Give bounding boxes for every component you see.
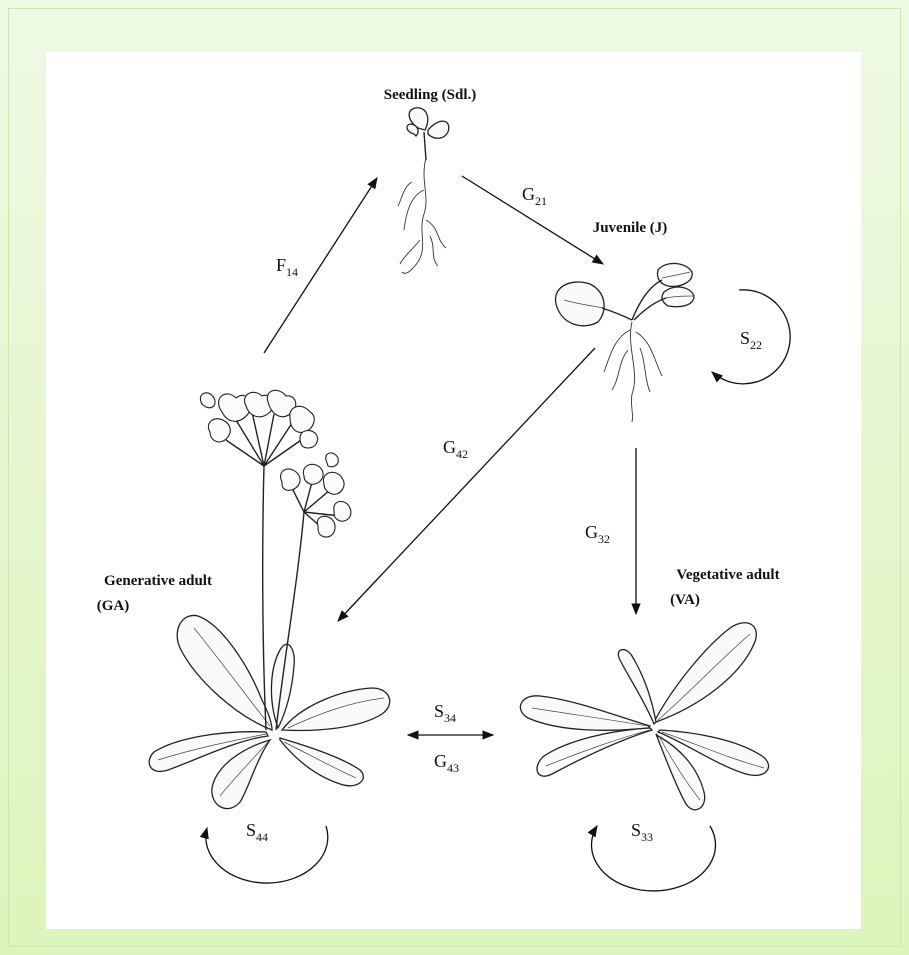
vegetative-adult-abbrev: (VA) (670, 592, 700, 608)
vegetative-adult-label: Vegetative adult (676, 567, 779, 583)
vegetative-adult-illustration (520, 623, 768, 810)
loop-s33 (591, 826, 715, 891)
generative-adult-illustration (149, 390, 390, 808)
seedling-label: Seedling (Sdl.) (384, 87, 477, 103)
label-g21: G21 (522, 184, 547, 208)
loop-s22 (712, 290, 790, 384)
label-g42: G42 (443, 437, 468, 461)
seedling-illustration (398, 108, 449, 273)
label-s34: S34 (434, 701, 456, 725)
label-g32: G32 (585, 522, 610, 546)
label-f14: F14 (276, 255, 298, 279)
label-s44: S44 (246, 820, 268, 844)
arrow-g42 (338, 348, 595, 621)
label-s33: S33 (631, 820, 653, 844)
juvenile-label: Juvenile (J) (593, 220, 668, 236)
juvenile-illustration (555, 263, 694, 422)
label-s22: S22 (740, 328, 762, 352)
generative-adult-label: Generative adult (104, 573, 212, 589)
generative-adult-abbrev: (GA) (97, 598, 130, 614)
label-g43: G43 (434, 751, 459, 775)
